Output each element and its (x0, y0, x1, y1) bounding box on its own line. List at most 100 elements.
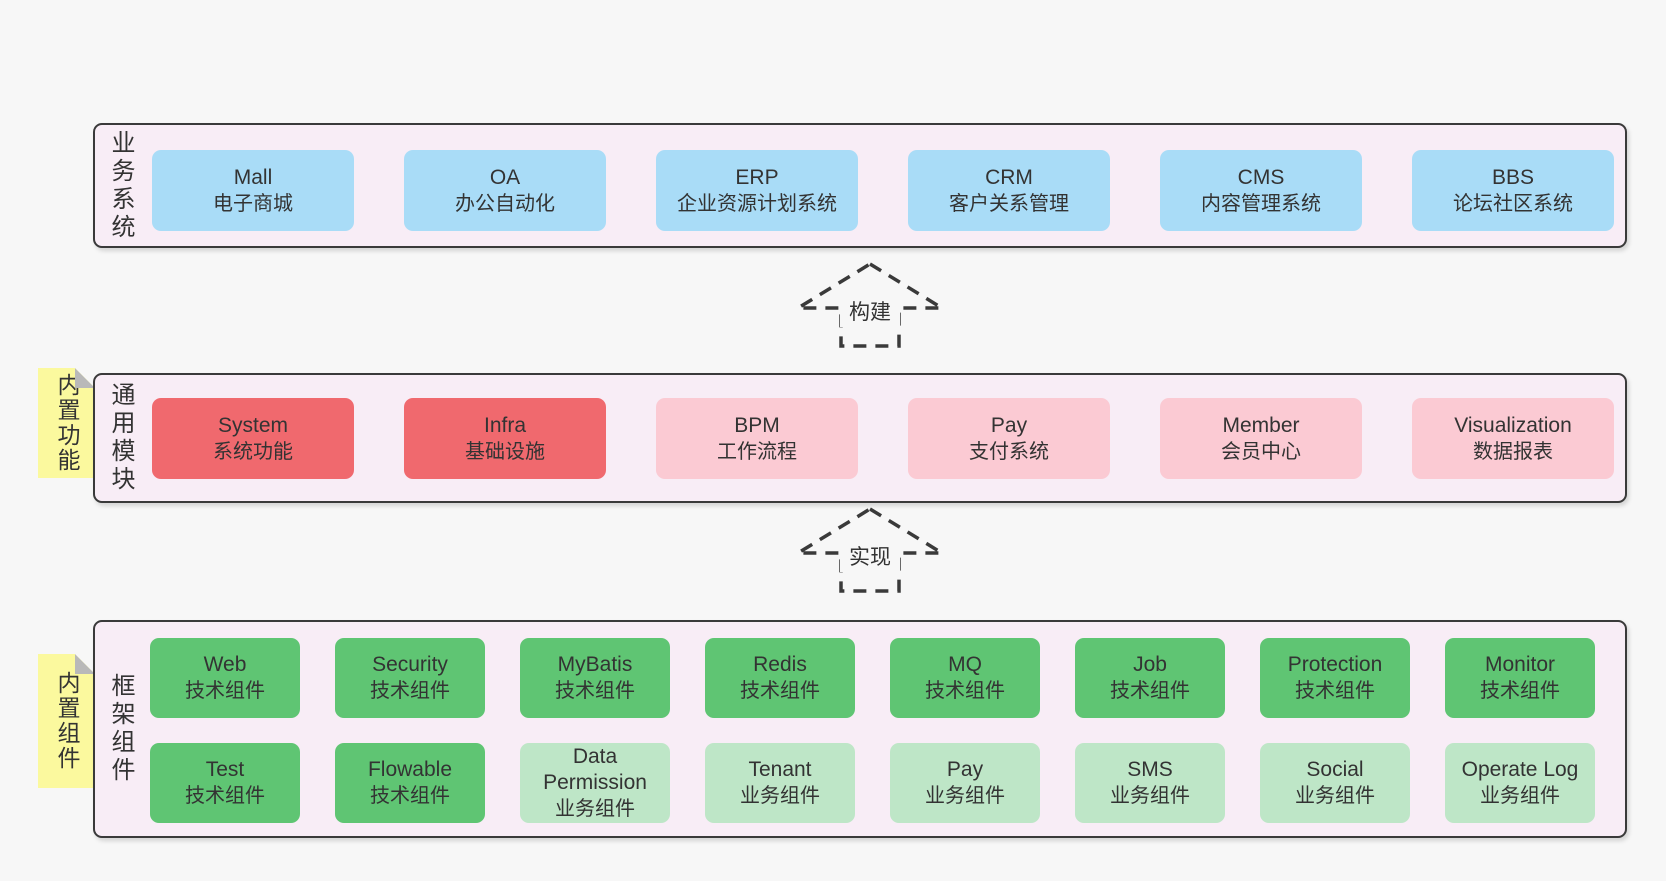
business-systems-label: 业务系统 (107, 129, 134, 242)
box-redis-name: Redis (753, 653, 807, 676)
box-redis-subtitle: 技术组件 (740, 680, 820, 702)
box-data-permission: Data Permission 业务组件 (520, 743, 670, 823)
box-flowable-subtitle: 技术组件 (370, 785, 450, 807)
implement-arrow-icon: 实现 (795, 506, 945, 593)
box-mq-name: MQ (948, 653, 982, 676)
box-sms-name: SMS (1127, 758, 1173, 781)
box-pay-component: Pay 业务组件 (890, 743, 1040, 823)
built-in-functions-tab-label: 内置功能 (54, 373, 80, 473)
box-flowable-name: Flowable (367, 758, 453, 781)
business-systems-row: Mall 电子商城 OA 办公自动化 ERP 企业资源计划系统 CRM 客户关系… (152, 150, 1614, 231)
box-protection-name: Protection (1287, 653, 1383, 676)
box-crm-name: CRM (985, 165, 1033, 189)
folded-corner-icon (75, 368, 95, 388)
box-cms: CMS 内容管理系统 (1160, 150, 1362, 231)
box-web-name: Web (203, 653, 247, 676)
box-system: System 系统功能 (152, 398, 354, 479)
framework-components-label: 框架组件 (107, 673, 134, 785)
box-pay-module: Pay 支付系统 (908, 398, 1110, 479)
box-protection: Protection 技术组件 (1260, 638, 1410, 718)
box-pay-component-subtitle: 业务组件 (925, 785, 1005, 807)
folded-corner-icon (75, 654, 95, 674)
box-bbs-subtitle: 论坛社区系统 (1453, 192, 1573, 215)
box-web-subtitle: 技术组件 (185, 680, 265, 702)
box-security: Security 技术组件 (335, 638, 485, 718)
box-visualization-name: Visualization (1454, 413, 1572, 437)
box-sms: SMS 业务组件 (1075, 743, 1225, 823)
box-social-subtitle: 业务组件 (1295, 785, 1375, 807)
box-bpm-name: BPM (734, 413, 780, 437)
common-modules-row: System 系统功能 Infra 基础设施 BPM 工作流程 Pay 支付系统… (152, 398, 1614, 479)
box-member-subtitle: 会员中心 (1221, 440, 1301, 463)
build-arrow-label: 构建 (849, 301, 891, 324)
box-oa-subtitle: 办公自动化 (455, 192, 555, 215)
box-system-subtitle: 系统功能 (213, 440, 293, 463)
built-in-components-tab: 内置组件 (38, 654, 95, 788)
box-infra: Infra 基础设施 (404, 398, 606, 479)
box-test-name: Test (205, 758, 245, 781)
box-erp: ERP 企业资源计划系统 (656, 150, 858, 231)
box-monitor: Monitor 技术组件 (1445, 638, 1595, 718)
box-mybatis: MyBatis 技术组件 (520, 638, 670, 718)
box-tenant-name: Tenant (748, 758, 812, 781)
box-redis: Redis 技术组件 (705, 638, 855, 718)
box-protection-subtitle: 技术组件 (1295, 680, 1375, 702)
box-bbs: BBS 论坛社区系统 (1412, 150, 1614, 231)
box-mybatis-subtitle: 技术组件 (555, 680, 635, 702)
build-arrow-icon: 构建 (795, 261, 945, 348)
box-job-name: Job (1133, 653, 1167, 676)
box-mq-subtitle: 技术组件 (925, 680, 1005, 702)
framework-components-row-2: Test 技术组件 Flowable 技术组件 Data Permission … (150, 743, 1595, 823)
box-bpm: BPM 工作流程 (656, 398, 858, 479)
built-in-components-tab-label: 内置组件 (54, 671, 80, 771)
box-system-name: System (217, 413, 288, 437)
box-test-subtitle: 技术组件 (185, 785, 265, 807)
box-operate-log-subtitle: 业务组件 (1480, 785, 1560, 807)
box-infra-name: Infra (483, 413, 527, 437)
box-bbs-name: BBS (1491, 165, 1535, 189)
box-crm: CRM 客户关系管理 (908, 150, 1110, 231)
box-crm-subtitle: 客户关系管理 (949, 192, 1069, 215)
box-data-permission-subtitle: 业务组件 (555, 798, 635, 820)
box-mybatis-name: MyBatis (557, 653, 633, 676)
box-infra-subtitle: 基础设施 (465, 440, 545, 463)
box-member: Member 会员中心 (1160, 398, 1362, 479)
box-visualization: Visualization 数据报表 (1412, 398, 1614, 479)
framework-components-panel: 框架组件 Web 技术组件 Security 技术组件 MyBatis 技术组件… (93, 620, 1627, 838)
box-test: Test 技术组件 (150, 743, 300, 823)
box-member-name: Member (1222, 413, 1300, 437)
box-sms-subtitle: 业务组件 (1110, 785, 1190, 807)
box-mall-name: Mall (233, 165, 273, 189)
box-mall-subtitle: 电子商城 (213, 192, 293, 215)
box-pay-module-name: Pay (990, 413, 1028, 437)
box-security-subtitle: 技术组件 (370, 680, 450, 702)
box-security-name: Security (372, 653, 448, 676)
box-erp-subtitle: 企业资源计划系统 (677, 192, 837, 215)
box-job-subtitle: 技术组件 (1110, 680, 1190, 702)
box-cms-subtitle: 内容管理系统 (1201, 192, 1321, 215)
box-bpm-subtitle: 工作流程 (717, 440, 797, 463)
box-oa: OA 办公自动化 (404, 150, 606, 231)
box-operate-log: Operate Log 业务组件 (1445, 743, 1595, 823)
box-social-name: Social (1306, 758, 1364, 781)
built-in-functions-tab: 内置功能 (38, 368, 95, 478)
business-systems-panel: 业务系统 Mall 电子商城 OA 办公自动化 ERP 企业资源计划系统 CRM… (93, 123, 1627, 248)
box-data-permission-name: Data Permission (543, 745, 647, 794)
box-social: Social 业务组件 (1260, 743, 1410, 823)
box-pay-component-name: Pay (946, 758, 984, 781)
box-visualization-subtitle: 数据报表 (1473, 440, 1553, 463)
common-modules-label: 通用模块 (107, 382, 134, 494)
box-tenant-subtitle: 业务组件 (740, 785, 820, 807)
box-tenant: Tenant 业务组件 (705, 743, 855, 823)
box-erp-name: ERP (735, 165, 779, 189)
box-monitor-name: Monitor (1484, 653, 1556, 676)
box-job: Job 技术组件 (1075, 638, 1225, 718)
box-mall: Mall 电子商城 (152, 150, 354, 231)
implement-arrow-label: 实现 (849, 546, 891, 569)
box-web: Web 技术组件 (150, 638, 300, 718)
box-flowable: Flowable 技术组件 (335, 743, 485, 823)
framework-components-row-1: Web 技术组件 Security 技术组件 MyBatis 技术组件 Redi… (150, 638, 1595, 718)
box-oa-name: OA (489, 165, 521, 189)
box-pay-module-subtitle: 支付系统 (969, 440, 1049, 463)
